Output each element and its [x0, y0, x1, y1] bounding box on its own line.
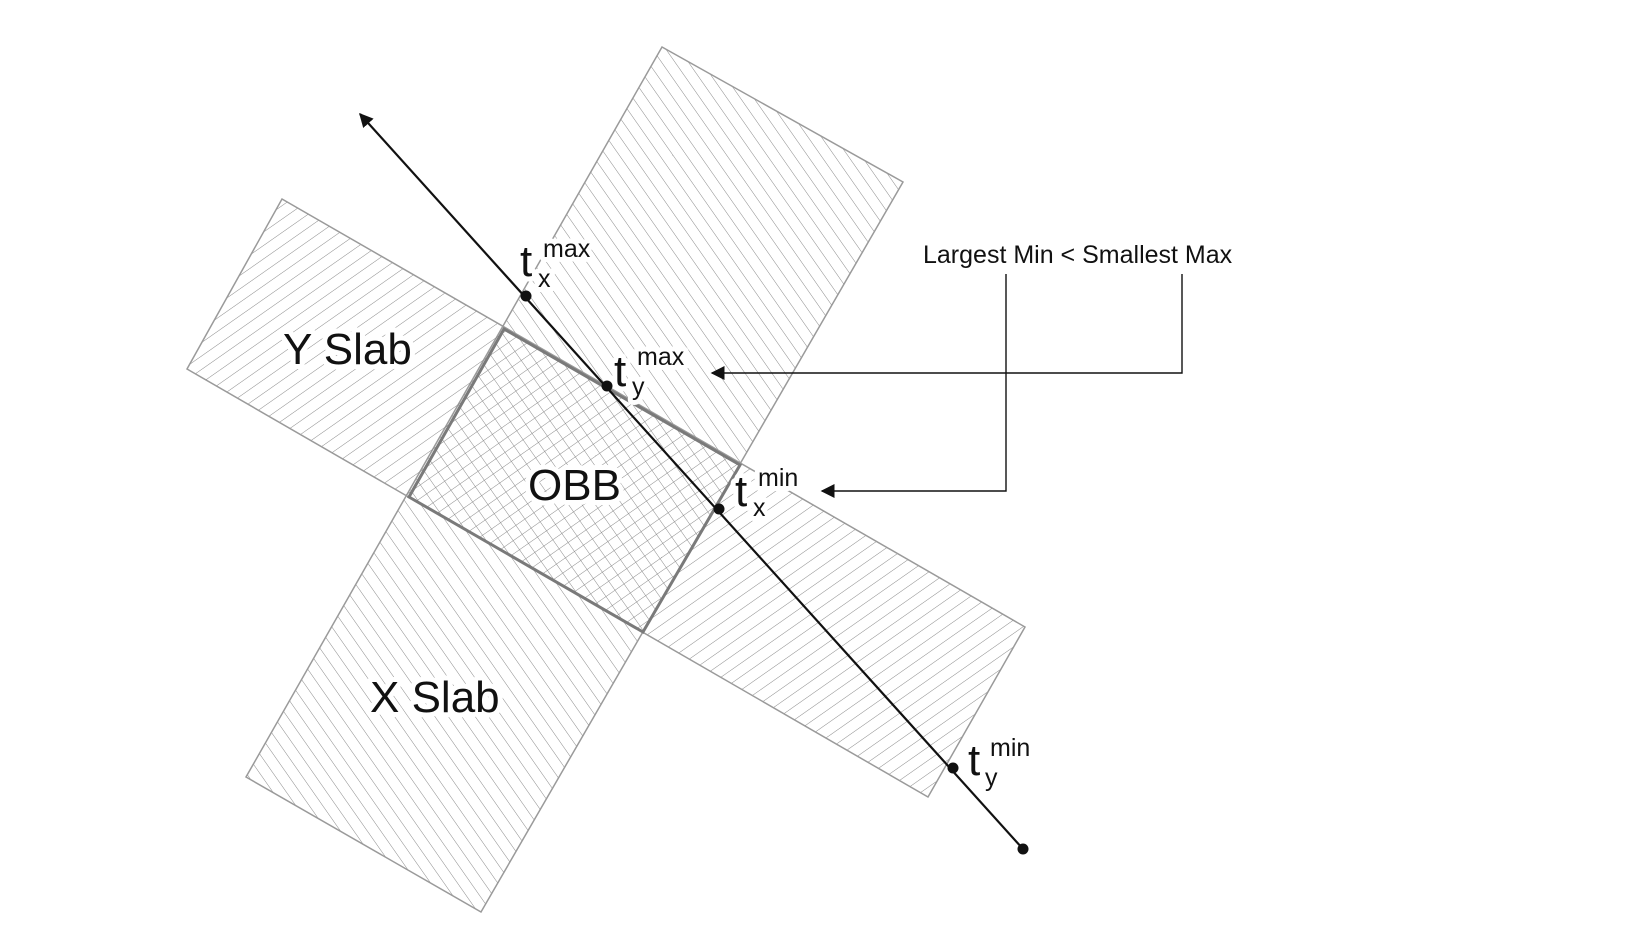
ty-max-label: t max y	[609, 338, 690, 406]
ray-line	[359, 112, 1024, 850]
y-slab-label: Y Slab	[283, 325, 412, 374]
ty-max-point	[601, 380, 613, 392]
svg-text:t: t	[614, 347, 626, 396]
svg-text:y: y	[632, 373, 645, 401]
svg-text:max: max	[637, 343, 685, 371]
ty-min-point	[947, 762, 959, 774]
svg-text:x: x	[753, 494, 766, 522]
svg-text:t: t	[968, 736, 980, 785]
ray-origin-point	[1017, 843, 1029, 855]
arrow-left-icon	[710, 274, 1183, 498]
obb-label: OBB	[528, 461, 621, 510]
tx-max-label: t max x	[515, 230, 596, 298]
y-slab	[185, 197, 1027, 799]
svg-text:min: min	[990, 734, 1030, 762]
ty-min-label: t min y	[963, 729, 1035, 797]
svg-text:x: x	[538, 265, 551, 293]
svg-text:y: y	[985, 764, 998, 792]
svg-text:max: max	[543, 235, 591, 263]
annotation-label: Largest Min < Smallest Max	[923, 241, 1233, 269]
smallest-max-connector	[710, 274, 1183, 380]
obb-box	[406, 326, 743, 635]
svg-text:min: min	[758, 464, 798, 492]
largest-min-connector	[820, 274, 1007, 498]
x-slab-label: X Slab	[370, 673, 500, 722]
svg-text:t: t	[735, 467, 747, 516]
tx-min-label: t min x	[730, 459, 803, 527]
tx-min-point	[713, 503, 725, 515]
svg-text:t: t	[520, 237, 532, 286]
tx-max-point	[520, 290, 532, 302]
